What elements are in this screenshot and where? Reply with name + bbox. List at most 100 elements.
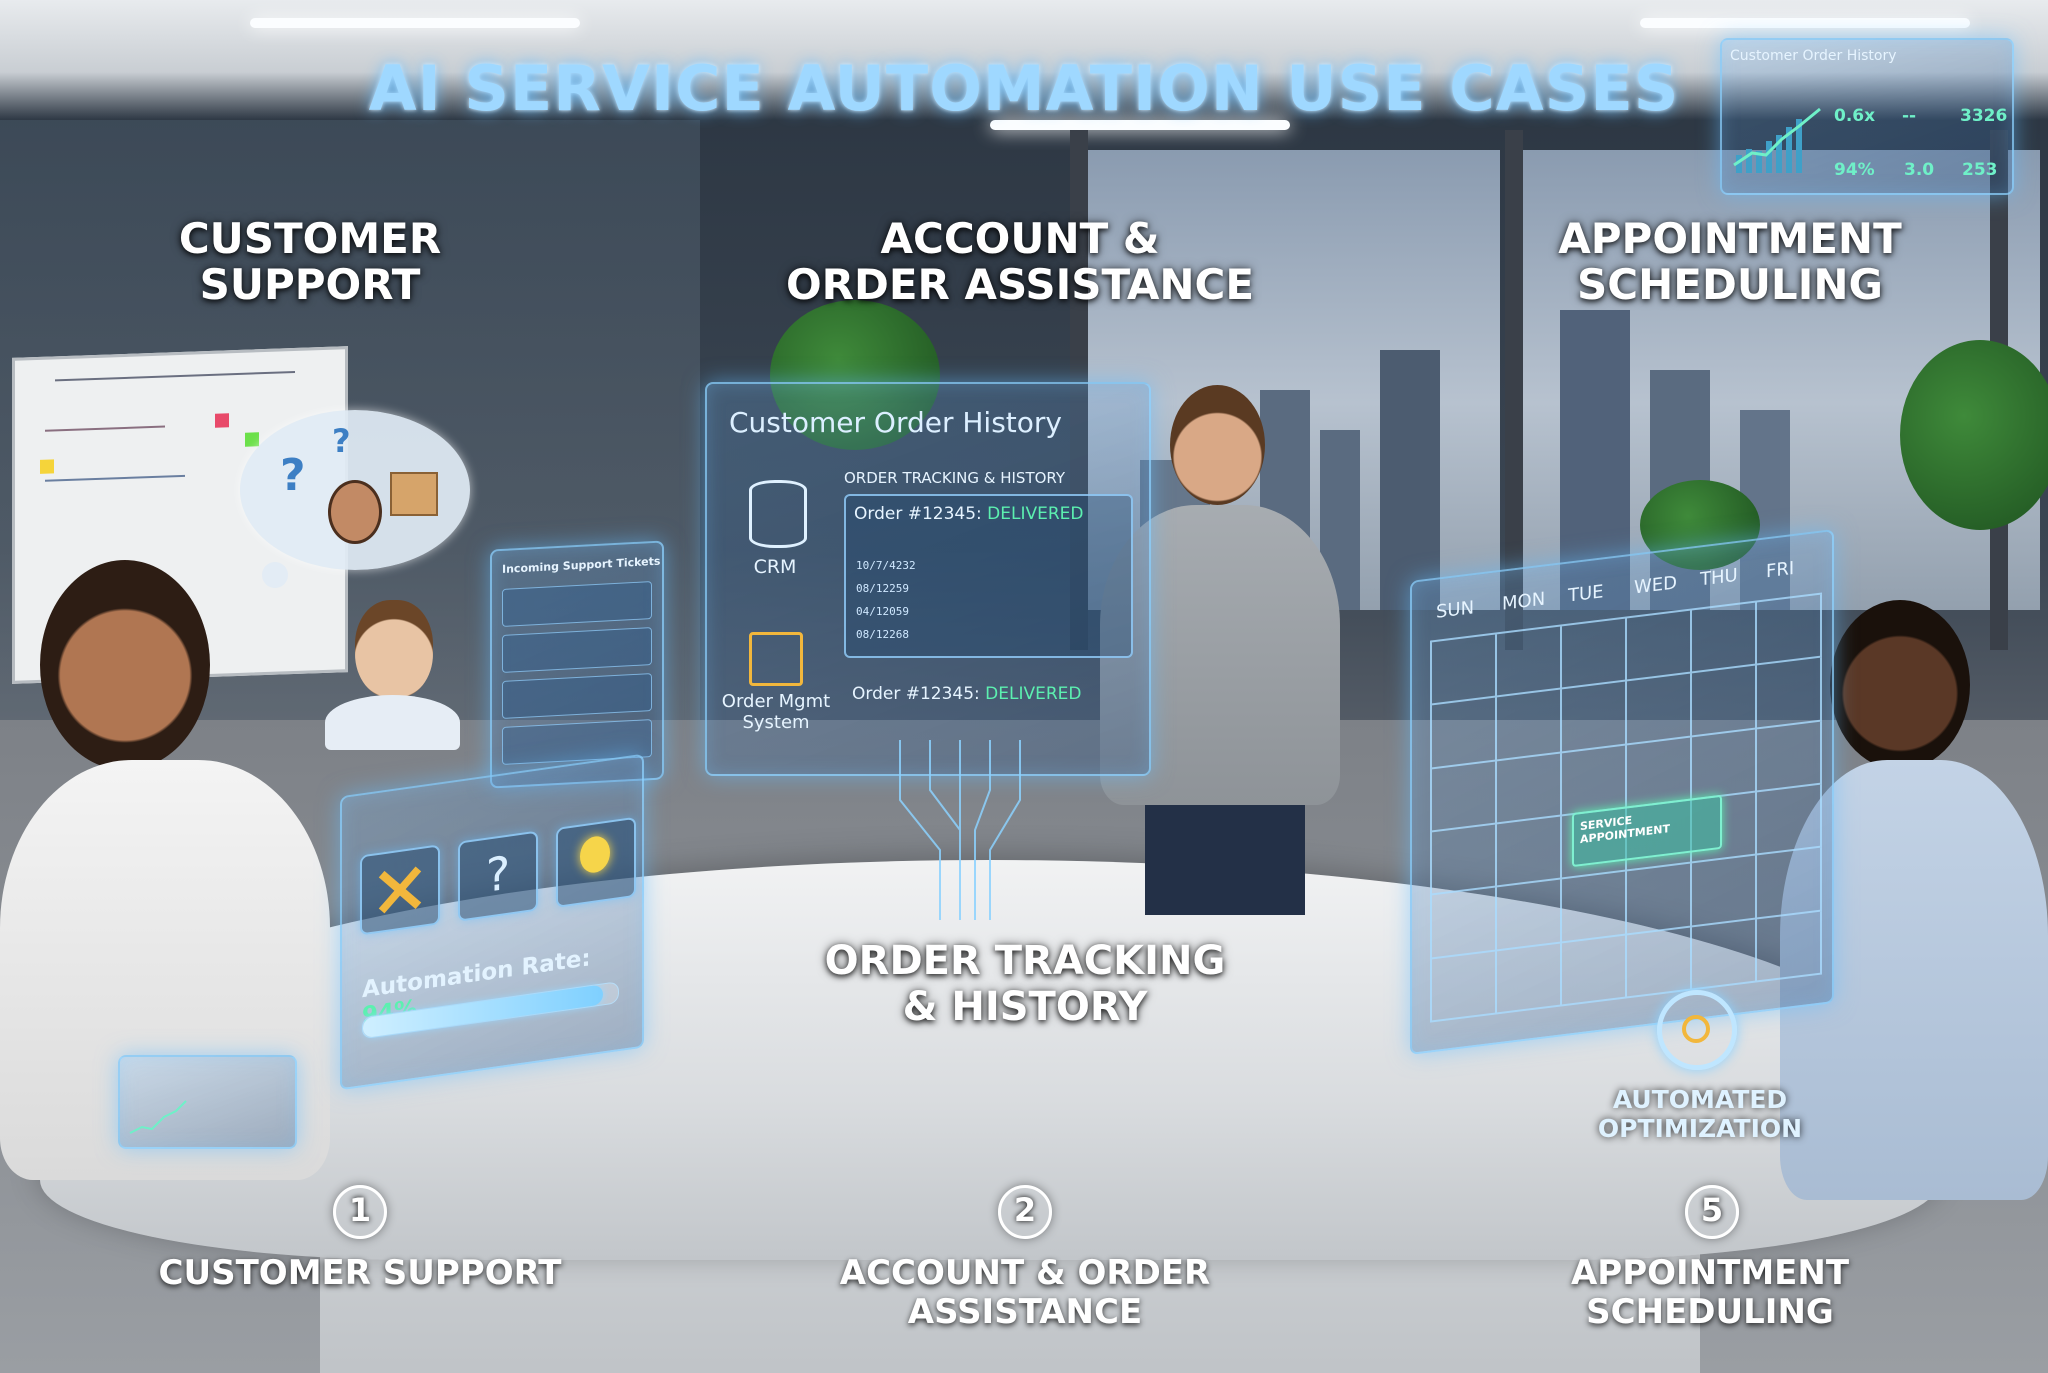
- mini-dashboard-title: Customer Order History: [1730, 48, 1897, 64]
- calendar-cell[interactable]: [1757, 721, 1822, 793]
- calendar-cell[interactable]: [1692, 602, 1757, 674]
- calendar-cell[interactable]: [1432, 951, 1497, 1023]
- calendar-cell[interactable]: [1497, 753, 1562, 825]
- calendar-cell[interactable]: [1692, 729, 1757, 801]
- whiteboard-scribble: [45, 425, 165, 432]
- order-table: 10/7/4232 08/12259 04/12059 08/12268: [856, 554, 916, 646]
- day-label: FRI: [1766, 557, 1795, 583]
- stat-value: 0.6x: [1834, 106, 1876, 126]
- bottom-label-account-order: ACCOUNT & ORDER ASSISTANCE: [800, 1254, 1250, 1332]
- calendar-cell[interactable]: [1497, 689, 1562, 762]
- bottom-label-appointment: APPOINTMENT SCHEDULING: [1520, 1254, 1900, 1332]
- calendar-cell[interactable]: [1497, 943, 1562, 1015]
- man-seated: [1760, 600, 2048, 1373]
- sticky-note: [215, 413, 229, 428]
- question-icon: ?: [280, 450, 306, 501]
- trend-chart-icon: [1733, 107, 1821, 173]
- ceiling-light: [990, 120, 1290, 130]
- ticket-row[interactable]: [502, 673, 652, 719]
- thought-bubble: ? ?: [240, 410, 470, 570]
- calendar-cell[interactable]: [1497, 879, 1562, 952]
- bottom-label-customer-support: CUSTOMER SUPPORT: [140, 1254, 580, 1293]
- calendar-cell[interactable]: [1627, 610, 1692, 682]
- calendar-cell[interactable]: [1562, 935, 1627, 1007]
- day-label: WED: [1634, 572, 1678, 599]
- automated-optimization-label: AUTOMATED OPTIMIZATION: [1565, 1085, 1835, 1143]
- section-account-order: ACCOUNT & ORDER ASSISTANCE: [760, 216, 1280, 308]
- tickets-title: Incoming Support Tickets: [502, 554, 661, 576]
- calendar-cell[interactable]: [1562, 618, 1627, 690]
- calendar-cell[interactable]: [1757, 657, 1822, 730]
- order-panel-title: Customer Order History: [729, 406, 1062, 439]
- calendar-cell[interactable]: [1692, 665, 1757, 738]
- label-line: ASSISTANCE: [907, 1292, 1143, 1332]
- ticket-row[interactable]: [502, 627, 652, 673]
- calendar-cell[interactable]: [1562, 681, 1627, 754]
- calendar-cell[interactable]: [1627, 673, 1692, 746]
- gear-icon: [1657, 990, 1737, 1070]
- day-label: MON: [1502, 588, 1546, 615]
- section-line: & HISTORY: [902, 984, 1148, 1030]
- label-line: SCHEDULING: [1586, 1292, 1834, 1332]
- label-line: ACCOUNT & ORDER: [839, 1253, 1211, 1293]
- bulb-shape: [580, 834, 610, 875]
- gear-inner-icon: [1682, 1015, 1710, 1043]
- plant: [770, 300, 940, 450]
- oms-label-line: System: [742, 712, 810, 733]
- section-line: SUPPORT: [199, 260, 421, 309]
- calendar-cell[interactable]: [1757, 594, 1822, 666]
- calendar-cell[interactable]: [1757, 847, 1822, 920]
- order-record[interactable]: Order #12345: DELIVERED 10/7/4232 08/122…: [844, 494, 1133, 658]
- section-line: SCHEDULING: [1577, 260, 1883, 309]
- ai-agent-avatar: [325, 600, 460, 750]
- calendar-cell[interactable]: [1627, 737, 1692, 809]
- man-sweater: [1100, 505, 1340, 805]
- calendar-cell[interactable]: [1432, 634, 1497, 706]
- calendar-cell[interactable]: [1432, 697, 1497, 769]
- section-line: ACCOUNT &: [880, 214, 1160, 263]
- mini-dashboard: Customer Order History 0.6x -- 3326 94% …: [1720, 38, 2014, 195]
- table-row: 08/12259: [856, 582, 909, 595]
- calendar-cell[interactable]: [1692, 855, 1757, 928]
- label-line: CUSTOMER SUPPORT: [158, 1253, 562, 1293]
- calendar-cell[interactable]: [1562, 871, 1627, 944]
- trend-chart-icon: [129, 1100, 187, 1134]
- oms-label: Order Mgmt System: [721, 691, 831, 733]
- calendar-cell[interactable]: [1497, 626, 1562, 698]
- whiteboard-scribble: [45, 474, 185, 482]
- calendar-cell[interactable]: [1627, 927, 1692, 999]
- calendar-cell[interactable]: [1627, 863, 1692, 936]
- folder-icon: [749, 632, 803, 686]
- calendar-cell[interactable]: [1692, 919, 1757, 991]
- stat-value: 3326: [1960, 106, 2008, 126]
- order-status-line: Order #12345: DELIVERED: [854, 504, 1084, 524]
- woman-with-headset: [0, 560, 360, 1373]
- order-status-line-2: Order #12345: DELIVERED: [852, 684, 1082, 704]
- table-row: 10/7/4232: [856, 559, 916, 572]
- number-badge: 2: [998, 1185, 1052, 1239]
- order-history-panel: Customer Order History ORDER TRACKING & …: [705, 382, 1151, 776]
- label-line: OPTIMIZATION: [1597, 1114, 1803, 1143]
- calendar-cell[interactable]: [1562, 745, 1627, 817]
- section-line: CUSTOMER: [178, 214, 442, 263]
- plant: [1900, 340, 2048, 530]
- calendar-cell[interactable]: [1497, 816, 1562, 888]
- calendar-cell[interactable]: [1757, 911, 1822, 983]
- calendar-cell[interactable]: [1432, 887, 1497, 959]
- day-label: SUN: [1436, 597, 1475, 623]
- help-icon[interactable]: ?: [458, 830, 538, 922]
- calendar-cell[interactable]: [1432, 761, 1497, 833]
- lightbulb-icon[interactable]: [556, 816, 636, 909]
- automation-panel: ? Automation Rate: 94%: [340, 753, 644, 1091]
- section-order-tracking: ORDER TRACKING & HISTORY: [800, 938, 1250, 1030]
- avatar: [328, 480, 382, 544]
- sticky-note: [245, 432, 259, 447]
- circuit-lines: [899, 740, 1021, 920]
- label-line: APPOINTMENT: [1570, 1253, 1850, 1293]
- calendar-cell[interactable]: [1757, 784, 1822, 856]
- tools-icon[interactable]: [360, 844, 440, 936]
- calendar-cell[interactable]: [1432, 824, 1497, 896]
- section-line: ORDER ASSISTANCE: [785, 260, 1255, 309]
- ticket-row[interactable]: [502, 581, 652, 627]
- table-row: 04/12059: [856, 605, 909, 618]
